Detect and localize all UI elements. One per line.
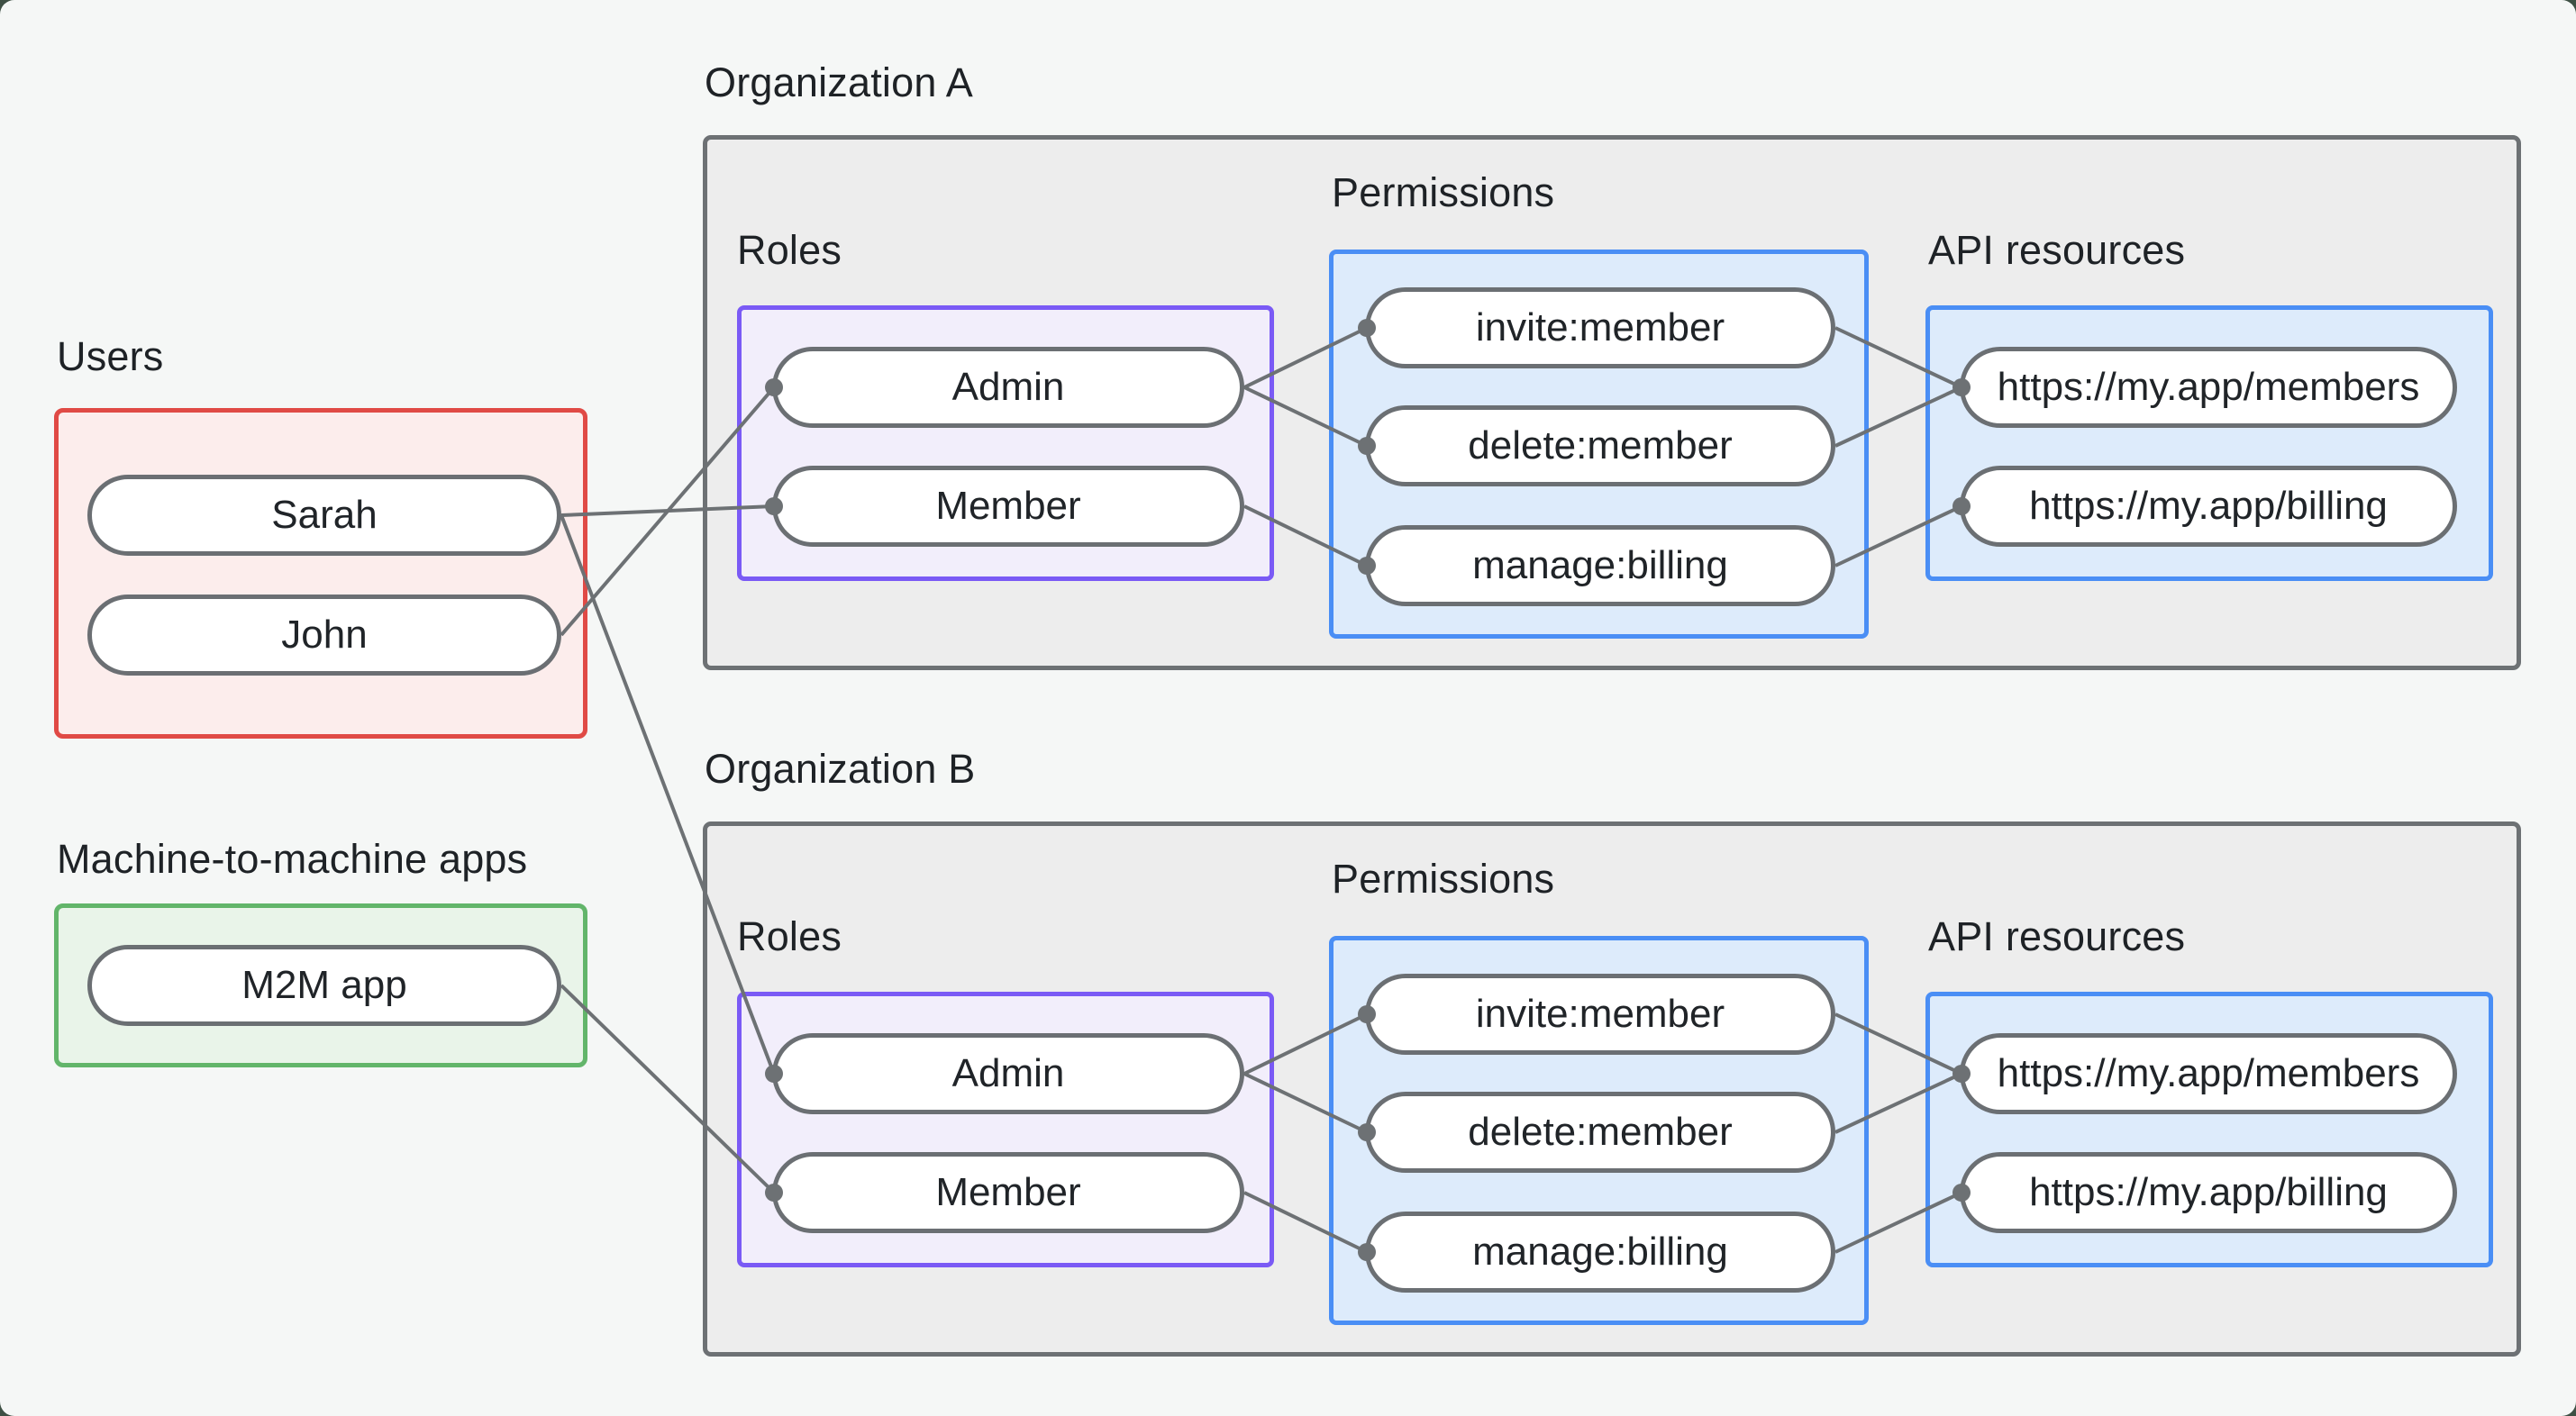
org-a-permission-manage-billing: manage:billing: [1365, 525, 1835, 606]
org-b-api-resources-label: API resources: [1928, 913, 2186, 959]
org-b-api-members: https://my.app/members: [1960, 1033, 2457, 1114]
org-a-label: Organization A: [705, 59, 973, 105]
org-a-role-member: Member: [772, 466, 1244, 547]
org-b-permission-invite-member: invite:member: [1365, 974, 1835, 1055]
org-b-role-member: Member: [772, 1152, 1244, 1233]
m2m-group-label: Machine-to-machine apps: [57, 836, 528, 882]
org-b-label: Organization B: [705, 746, 976, 792]
org-b-permissions-label: Permissions: [1332, 856, 1555, 902]
org-a-role-admin: Admin: [772, 347, 1244, 428]
user-node-sarah: Sarah: [87, 475, 561, 556]
org-a-api-resources-label: API resources: [1928, 227, 2186, 273]
org-b-permission-manage-billing: manage:billing: [1365, 1212, 1835, 1293]
org-b-roles-label: Roles: [737, 913, 842, 959]
users-group-box: [54, 408, 587, 739]
users-group-label: Users: [57, 333, 164, 379]
org-b-permission-delete-member: delete:member: [1365, 1092, 1835, 1173]
org-a-roles-label: Roles: [737, 227, 842, 273]
org-b-api-billing: https://my.app/billing: [1960, 1152, 2457, 1233]
org-a-permission-delete-member: delete:member: [1365, 405, 1835, 486]
user-node-john: John: [87, 595, 561, 676]
org-a-permission-invite-member: invite:member: [1365, 287, 1835, 368]
org-a-api-billing: https://my.app/billing: [1960, 466, 2457, 547]
org-a-api-members: https://my.app/members: [1960, 347, 2457, 428]
org-a-permissions-label: Permissions: [1332, 169, 1555, 215]
org-b-role-admin: Admin: [772, 1033, 1244, 1114]
m2m-app-node: M2M app: [87, 945, 561, 1026]
